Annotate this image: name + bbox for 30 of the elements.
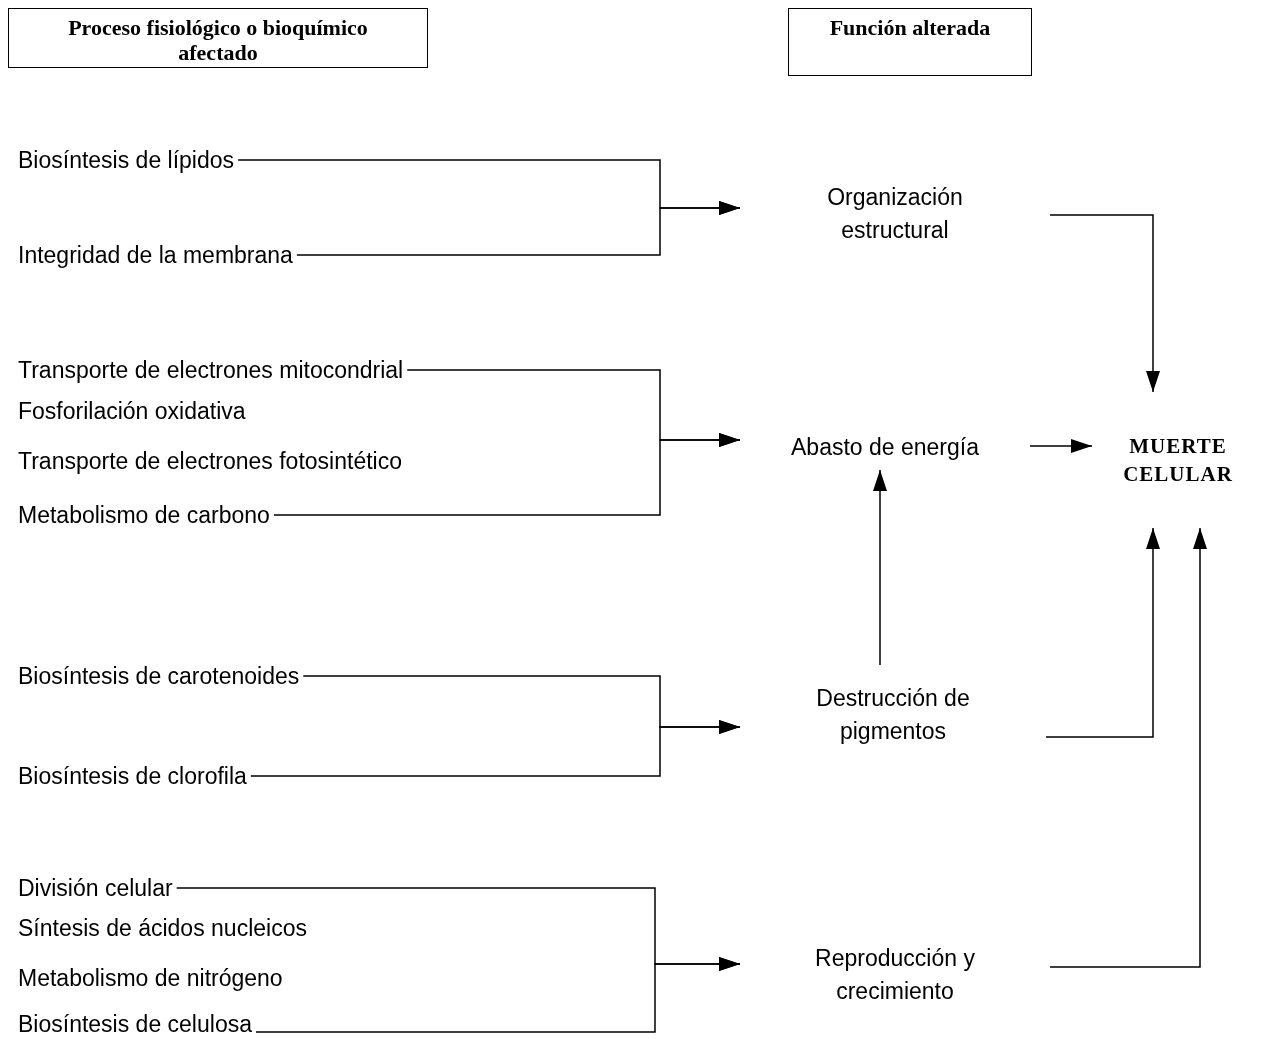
process-label: Metabolismo de nitrógeno <box>18 964 283 992</box>
arrow <box>255 957 741 1033</box>
process-label: Biosíntesis de celulosa <box>18 1010 252 1038</box>
function-label: Reproducción y crecimiento <box>814 944 976 1006</box>
process-label: Metabolismo de carbono <box>18 501 270 529</box>
process-label: Biosíntesis de lípidos <box>18 146 235 174</box>
process-label: División celular <box>18 874 173 902</box>
column-header: Proceso fisiológico o bioquímico afectado <box>67 15 369 65</box>
arrow <box>296 201 741 256</box>
arrow <box>1049 527 1207 968</box>
arrow <box>273 433 741 516</box>
function-label: Destrucción de pigmentos <box>815 684 971 746</box>
function-label: Abasto de energía <box>790 433 980 462</box>
process-label: Fosforilación oxidativa <box>18 397 246 425</box>
header-box <box>788 8 1032 76</box>
function-label: Organización estructural <box>826 183 964 245</box>
arrow <box>873 469 887 666</box>
process-label: Biosíntesis de carotenoides <box>18 662 300 690</box>
header-box <box>8 8 428 68</box>
outcome-label: MUERTE CELULAR <box>1122 433 1234 488</box>
process-label: Transporte de electrones fotosintético <box>18 447 402 475</box>
arrow <box>1045 527 1160 738</box>
arrow <box>1029 439 1093 453</box>
arrow <box>1049 214 1160 393</box>
arrow <box>250 720 741 777</box>
process-label: Síntesis de ácidos nucleicos <box>18 914 307 942</box>
process-label: Biosíntesis de clorofila <box>18 762 247 790</box>
column-header: Función alterada <box>828 15 992 40</box>
process-label: Transporte de electrones mitocondrial <box>18 356 404 384</box>
process-label: Integridad de la membrana <box>18 241 293 269</box>
